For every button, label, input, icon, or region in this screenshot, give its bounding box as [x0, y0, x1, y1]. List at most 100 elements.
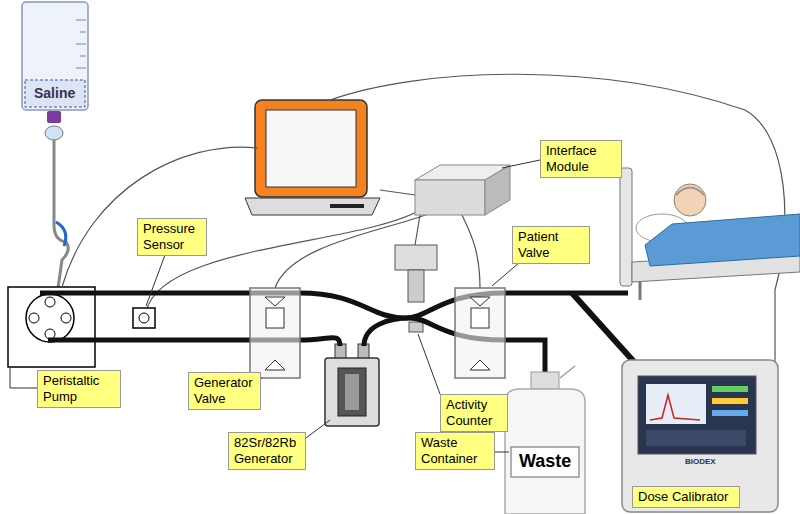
illustration-part: [265, 360, 285, 370]
illustration-part: [638, 376, 756, 454]
illustration-part: [505, 389, 585, 514]
callout-label: Peristaltic Pump: [37, 370, 121, 408]
illustration-part: [712, 410, 748, 416]
computer: [245, 100, 380, 215]
illustration-part: [47, 111, 61, 123]
label-text: 82Sr/82Rb Generator: [234, 435, 300, 467]
illustration-part: [56, 222, 66, 246]
illustration-part: [76, 68, 86, 69]
callout-label: Interface Module: [540, 140, 622, 178]
label-text: Patient Valve: [518, 229, 584, 261]
label-text: Activity Counter: [446, 397, 502, 429]
illustration-part: [560, 366, 575, 378]
callout-label: Activity Counter: [440, 394, 508, 432]
illustration-part: [8, 287, 95, 367]
callout-label: Dose Calibrator: [632, 486, 740, 508]
interface-module: [415, 165, 510, 215]
illustration-part: [45, 297, 55, 307]
waste-container: [505, 366, 585, 514]
illustration-part: [712, 386, 748, 392]
illustration-part: [492, 262, 520, 286]
callout-label: Waste Container: [415, 432, 495, 470]
illustration-part: [455, 288, 505, 378]
illustration-part: [76, 20, 86, 21]
illustration-part: [80, 32, 86, 33]
illustration-part: [650, 395, 700, 420]
illustration-part: [40, 293, 628, 318]
illustration-part: [639, 282, 642, 300]
illustration-part: [409, 322, 423, 332]
illustration-part: [45, 126, 63, 140]
illustration-part: [250, 288, 300, 378]
illustration-part: [395, 245, 437, 270]
leader-lines: [10, 160, 540, 452]
illustration-part: [646, 384, 706, 424]
illustration-part: [265, 297, 285, 306]
illustration-part: [76, 44, 86, 45]
label-text: Waste Container: [421, 435, 489, 467]
illustration-part: [674, 184, 706, 216]
illustration-part: [418, 334, 440, 394]
illustration-part: [245, 198, 380, 215]
illustration-part: [572, 293, 636, 364]
illustration-part: [415, 215, 420, 245]
illustration-part: [471, 308, 489, 328]
illustration-part: [29, 313, 39, 323]
illustration-part: [266, 110, 356, 187]
illustration-part: [25, 80, 85, 107]
illustration-part: [531, 372, 559, 389]
illustration-part: [255, 100, 367, 197]
label-text: Dose Calibrator: [638, 489, 734, 505]
illustration-part: [645, 214, 800, 266]
callout-label: Patient Valve: [512, 226, 590, 264]
illustration-part: [470, 360, 490, 370]
label-text: Pressure Sensor: [143, 221, 201, 253]
illustration-part: [325, 358, 379, 426]
illustration-label: BIODEX: [685, 457, 716, 466]
callout-label: 82Sr/82Rb Generator: [228, 432, 306, 470]
dose-calibrator: [622, 360, 778, 512]
illustration-part: [712, 398, 748, 404]
illustration-part: [495, 452, 509, 453]
illustration-part: [26, 294, 74, 342]
illustration-part: [511, 447, 579, 477]
generator: [325, 344, 379, 426]
illustration-part: [502, 160, 540, 168]
illustration-part: [80, 56, 86, 57]
illustration-part: [338, 368, 366, 416]
pressure-sensor-dial: [139, 313, 149, 323]
peristaltic-pump: [8, 287, 95, 367]
label-text: Generator Valve: [194, 375, 255, 407]
illustration-part: [622, 360, 778, 512]
illustration-label: Waste: [519, 451, 571, 472]
illustration-part: [146, 255, 165, 306]
illustration-part: [61, 313, 71, 323]
illustration-part: [415, 180, 485, 215]
illustration-part: [470, 297, 490, 306]
generator-valve: [250, 288, 300, 378]
illustration-part: [646, 430, 746, 446]
illustration-part: [676, 188, 704, 196]
tubing: [40, 293, 636, 374]
label-text: Interface Module: [546, 143, 616, 175]
illustration-part: [345, 374, 359, 410]
illustration-part: [485, 165, 510, 215]
illustration-part: [380, 190, 415, 195]
patient-bed: [620, 168, 800, 300]
illustration-part: [620, 168, 632, 286]
illustration-label: Saline: [34, 85, 75, 101]
patient-valve: [455, 288, 505, 378]
illustration-part: [54, 140, 68, 288]
saline-bag: [22, 2, 88, 288]
illustration-part: [10, 367, 37, 388]
callout-label: Generator Valve: [188, 372, 261, 410]
illustration-part: [62, 147, 258, 287]
illustration-part: [462, 215, 480, 288]
illustration-part: [774, 290, 775, 362]
pressure-sensor: [133, 308, 155, 328]
illustration-part: [22, 2, 88, 110]
label-text: Peristaltic Pump: [43, 373, 115, 405]
callout-label: Pressure Sensor: [137, 218, 207, 256]
